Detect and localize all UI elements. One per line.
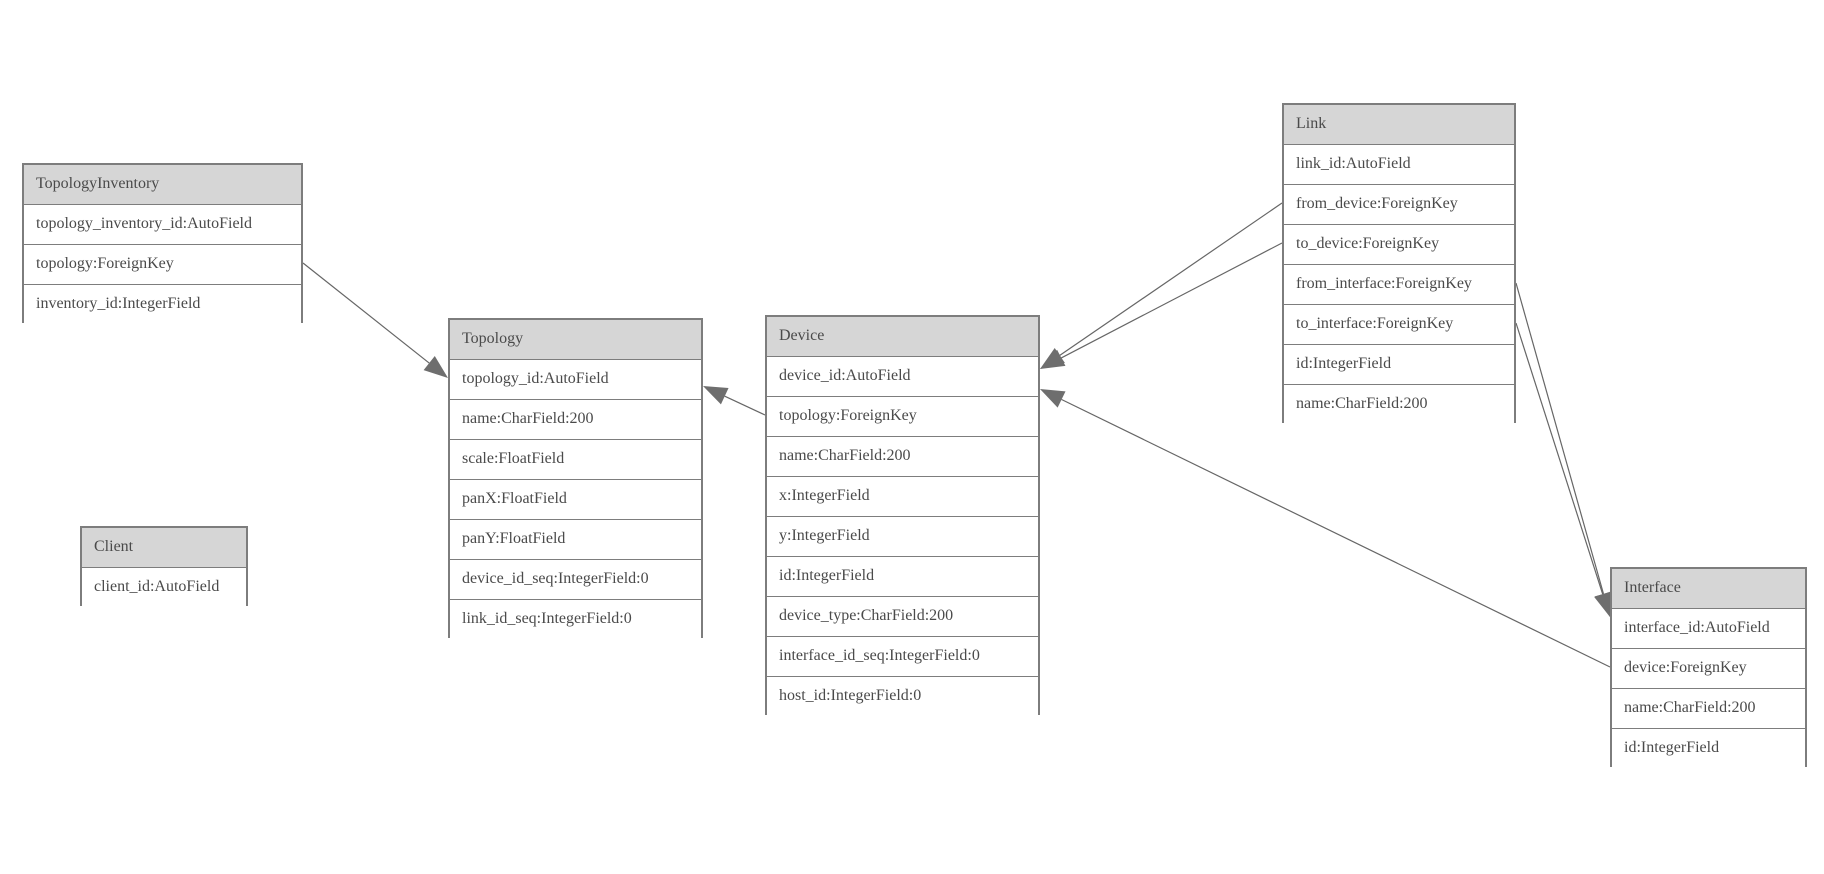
entity-header: TopologyInventory [24, 165, 301, 205]
entity-field-row: name:CharField:200 [450, 400, 701, 440]
entity-field-row: panY:FloatField [450, 520, 701, 560]
entity-field-row: id:IntegerField [1612, 729, 1805, 769]
entity-header: Topology [450, 320, 701, 360]
entity-field-row: device_type:CharField:200 [767, 597, 1038, 637]
arrowhead [423, 356, 448, 378]
entity-field-row: to_interface:ForeignKey [1284, 305, 1514, 345]
entity-field-row: topology_inventory_id:AutoField [24, 205, 301, 245]
relationship-line [1061, 242, 1283, 359]
entity-field-row: interface_id:AutoField [1612, 609, 1805, 649]
entity-field-row: link_id_seq:IntegerField:0 [450, 600, 701, 640]
entity-header: Interface [1612, 569, 1805, 609]
entity-field-row: id:IntegerField [767, 557, 1038, 597]
relationship-line [302, 262, 430, 364]
entity-field-row: topology:ForeignKey [24, 245, 301, 285]
relationship-line [1515, 322, 1604, 595]
entity-header: Client [82, 528, 246, 568]
entity-field-row: x:IntegerField [767, 477, 1038, 517]
relationship-line [724, 395, 766, 416]
entity-field-row: device_id:AutoField [767, 357, 1038, 397]
entity-field-row: to_device:ForeignKey [1284, 225, 1514, 265]
entity-field-row: host_id:IntegerField:0 [767, 677, 1038, 717]
entity-header: Link [1284, 105, 1514, 145]
entity-field-row: device_id_seq:IntegerField:0 [450, 560, 701, 600]
entity-field-row: name:CharField:200 [767, 437, 1038, 477]
entity-field-row: y:IntegerField [767, 517, 1038, 557]
entity-field-row: link_id:AutoField [1284, 145, 1514, 185]
entity-field-row: device:ForeignKey [1612, 649, 1805, 689]
entity-field-row: id:IntegerField [1284, 345, 1514, 385]
entity-field-row: client_id:AutoField [82, 568, 246, 608]
arrowhead [703, 386, 729, 405]
entity-field-row: inventory_id:IntegerField [24, 285, 301, 325]
entity-field-row: topology_id:AutoField [450, 360, 701, 400]
entity-field-row: name:CharField:200 [1612, 689, 1805, 729]
entity-field-row: name:CharField:200 [1284, 385, 1514, 425]
entity-field-row: topology:ForeignKey [767, 397, 1038, 437]
relationship-line [1061, 398, 1611, 668]
entity-field-row: from_device:ForeignKey [1284, 185, 1514, 225]
entity-header: Device [767, 317, 1038, 357]
entity-field-row: scale:FloatField [450, 440, 701, 480]
arrowhead [1040, 348, 1065, 369]
arrowhead [1040, 389, 1066, 408]
entity-field-row: panX:FloatField [450, 480, 701, 520]
entity-field-row: from_interface:ForeignKey [1284, 265, 1514, 305]
relationship-line [1059, 202, 1283, 356]
relationship-line [1515, 282, 1605, 595]
arrowhead [1594, 591, 1612, 617]
entity-field-row: interface_id_seq:IntegerField:0 [767, 637, 1038, 677]
arrowhead [1040, 349, 1066, 369]
